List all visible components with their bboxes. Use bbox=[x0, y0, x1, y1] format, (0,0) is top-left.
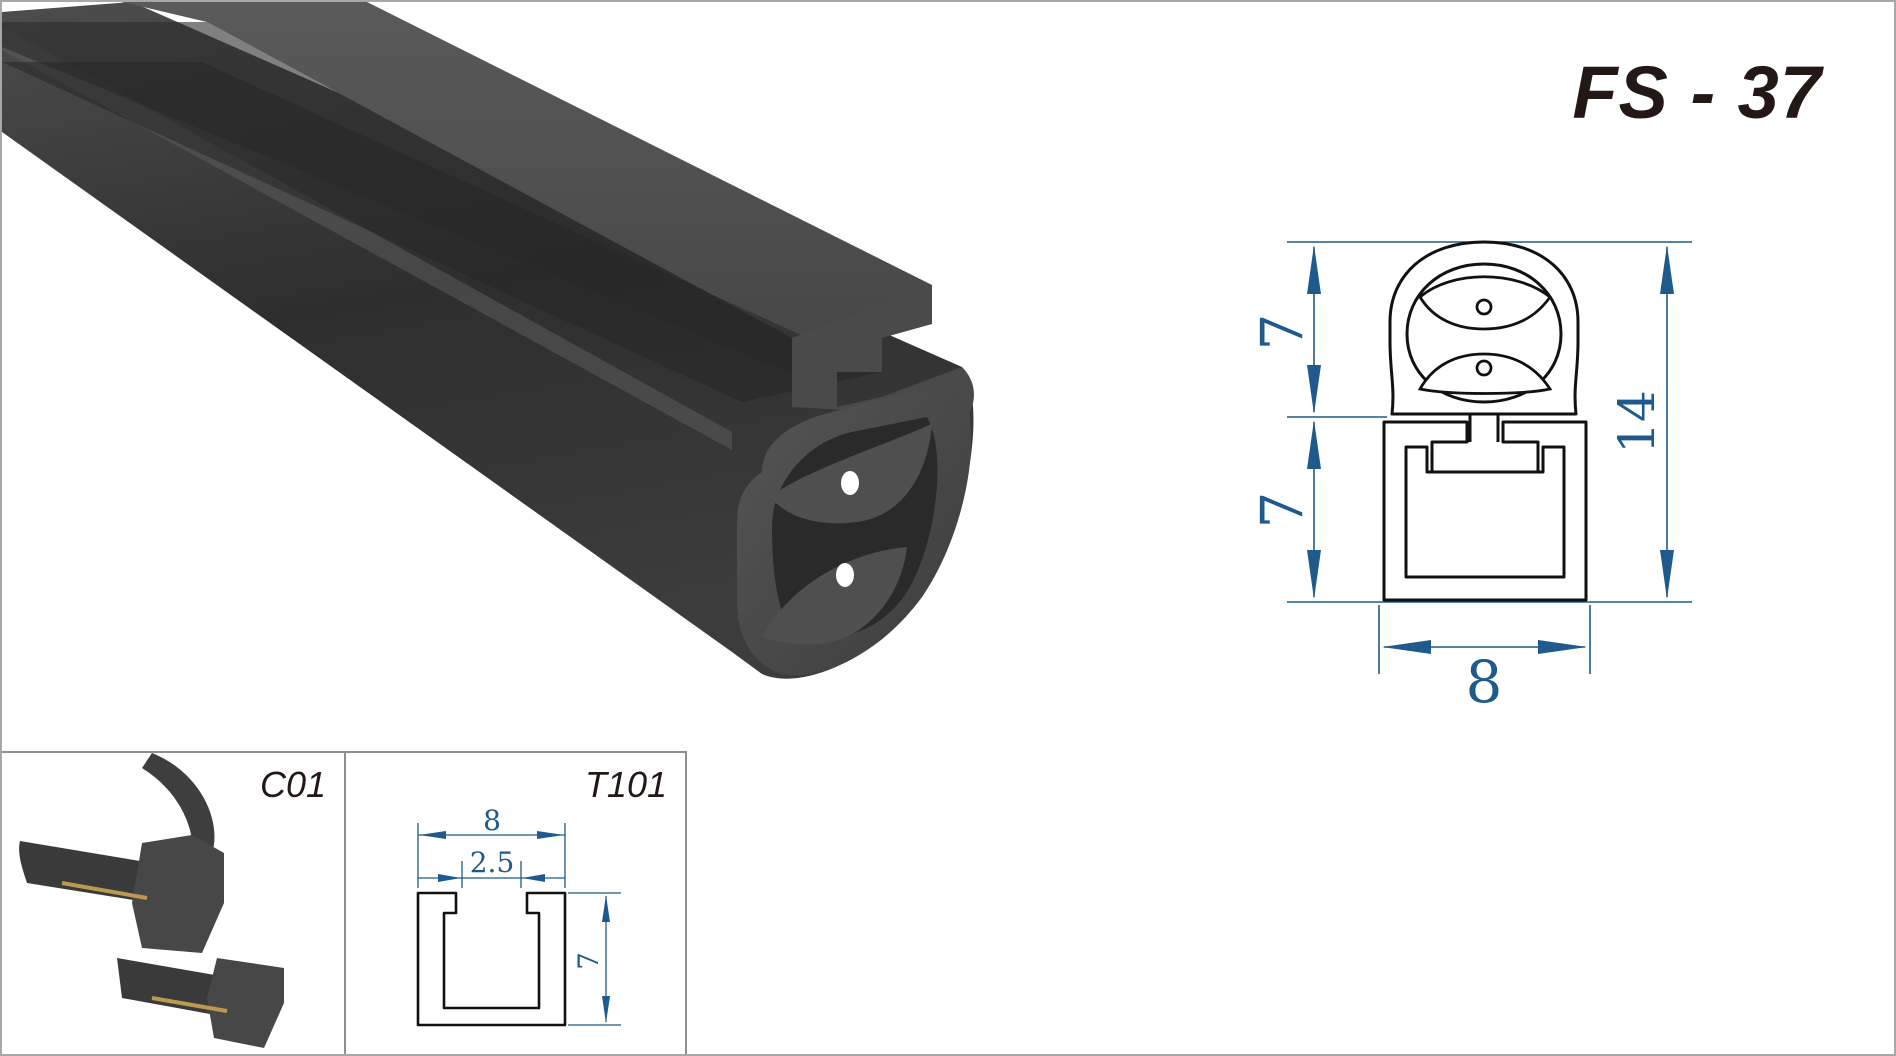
section-head-cavity bbox=[1405, 262, 1563, 404]
product-code-title: FS - 37 bbox=[1572, 51, 1822, 134]
profile-flange-top bbox=[122, 2, 932, 338]
dim-bottom-height-label: 7 bbox=[1248, 492, 1316, 529]
connector-pin-lower bbox=[151, 996, 228, 1013]
section-hole-upper bbox=[1475, 298, 1493, 316]
track-slot-label: 2.5 bbox=[470, 846, 515, 879]
track-arrow-height-down bbox=[602, 996, 610, 1023]
profile-flange-end bbox=[792, 285, 974, 417]
profile-hole-upper bbox=[841, 471, 859, 495]
connector-illustration bbox=[19, 753, 284, 1048]
connector-pin-upper bbox=[61, 881, 148, 900]
connector-panel: C01 bbox=[2, 751, 346, 1054]
profile-3d-render bbox=[2, 2, 974, 679]
section-neck bbox=[1468, 414, 1500, 442]
connector-label: C01 bbox=[259, 764, 326, 805]
dim-width-label: 8 bbox=[1466, 648, 1503, 716]
track-width-label: 8 bbox=[483, 804, 501, 837]
arrow-bottom-height-up bbox=[1307, 420, 1321, 469]
section-base-cavity bbox=[1404, 445, 1566, 579]
arrow-bottom-height-down bbox=[1307, 550, 1321, 599]
arrow-top-height-down bbox=[1307, 365, 1321, 414]
section-hole-lower bbox=[1475, 359, 1493, 377]
arrow-total-height-up bbox=[1660, 245, 1674, 294]
track-arrow-width-left bbox=[419, 831, 446, 839]
arrow-width-left bbox=[1382, 640, 1431, 654]
track-arrow-width-right bbox=[537, 831, 564, 839]
connector-head-lower bbox=[207, 958, 284, 1048]
connector-head-upper bbox=[132, 835, 224, 953]
arrow-width-right bbox=[1538, 640, 1587, 654]
profile-lobe-lower bbox=[762, 547, 907, 645]
section-base-outline bbox=[1382, 420, 1588, 602]
track-arrow-slot-left bbox=[438, 874, 461, 882]
profile-hole-lower bbox=[836, 563, 854, 587]
connector-plate-lower bbox=[117, 958, 232, 1018]
dim-total-height-label: 14 bbox=[1608, 390, 1666, 454]
section-head-outline bbox=[1388, 240, 1580, 416]
arrow-total-height-down bbox=[1660, 550, 1674, 599]
dim-top-height-label: 7 bbox=[1248, 314, 1316, 351]
track-panel: T101 8 2.5 7 bbox=[344, 751, 687, 1054]
track-drawing: 8 2.5 7 bbox=[416, 804, 621, 1027]
track-arrow-height-up bbox=[602, 895, 610, 922]
arrow-top-height-up bbox=[1307, 245, 1321, 294]
cross-section-drawing: 7 7 14 8 bbox=[1248, 240, 1692, 716]
connector-plate-upper bbox=[19, 841, 153, 903]
profile-groove bbox=[2, 62, 882, 402]
track-arrow-slot-right bbox=[522, 874, 545, 882]
track-height-label: 7 bbox=[572, 952, 605, 970]
connector-cable bbox=[142, 753, 215, 863]
track-label: T101 bbox=[584, 764, 667, 805]
track-profile-outline bbox=[416, 891, 567, 1027]
